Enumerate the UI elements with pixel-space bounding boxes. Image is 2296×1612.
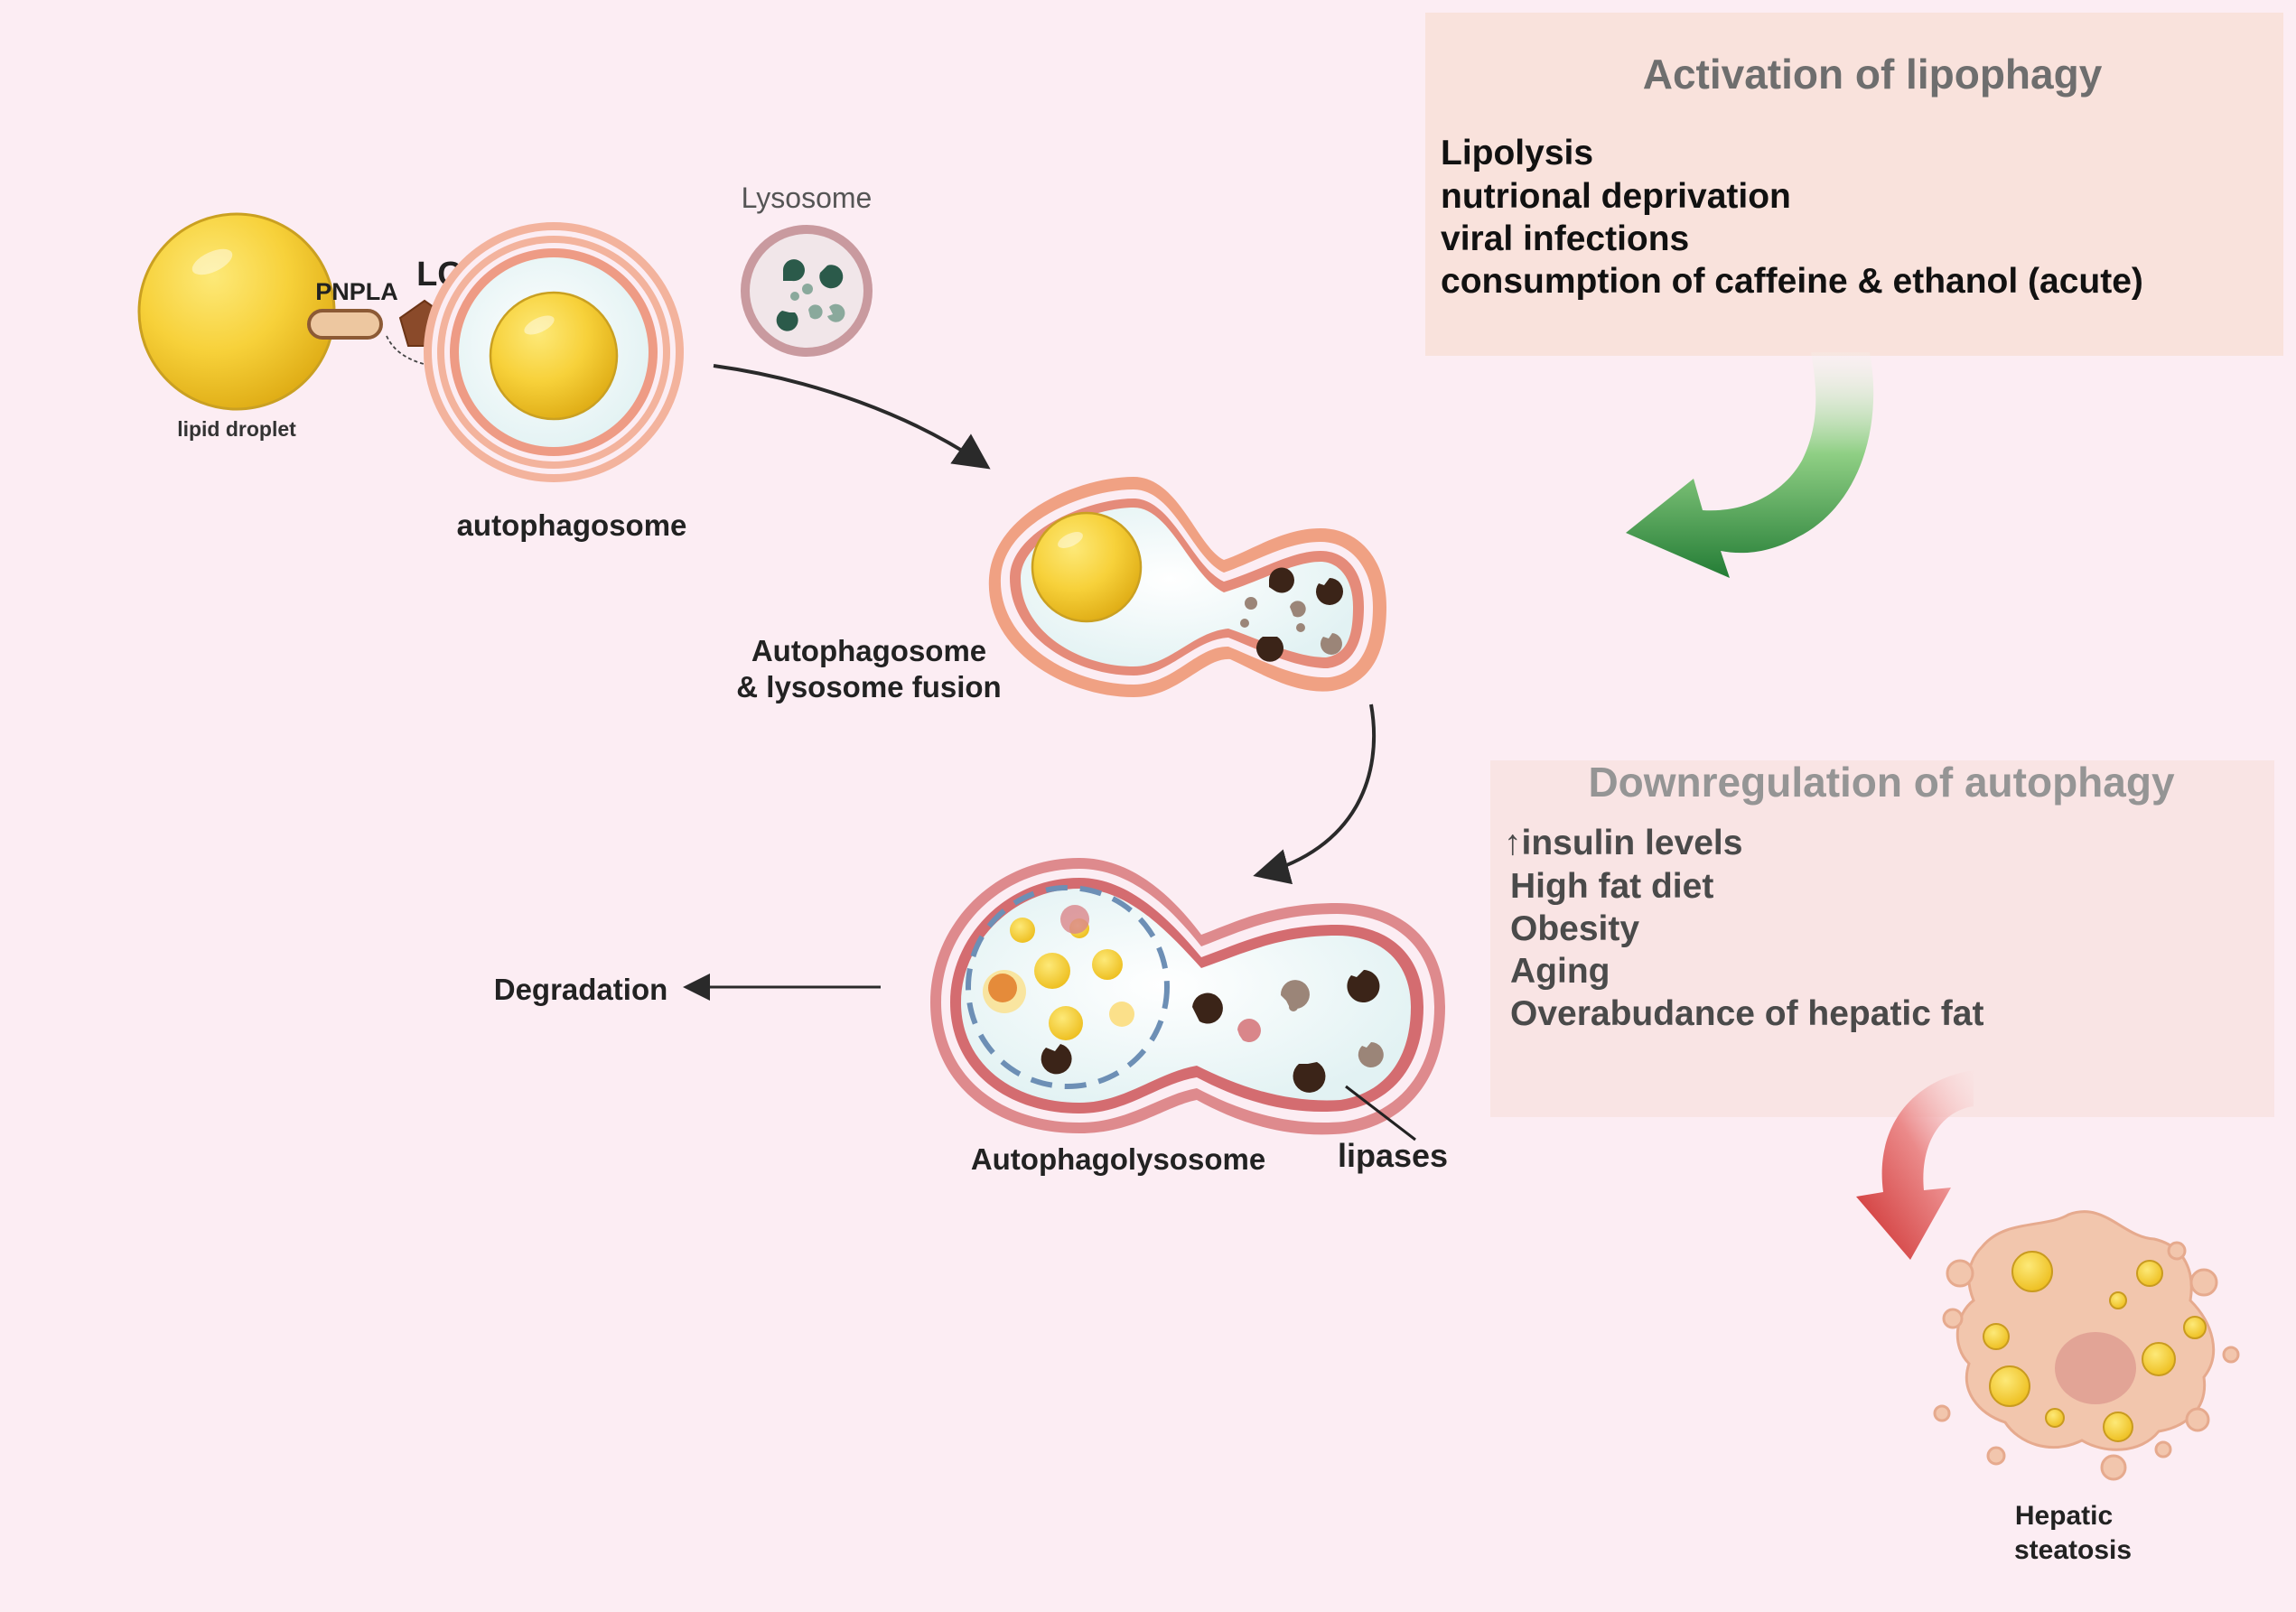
autophagolysosome: Autophagolysosome lipases [930, 858, 1448, 1176]
autophagolysosome-label: Autophagolysosome [971, 1142, 1265, 1176]
downregulation-item-1: ↑insulin levels [1504, 824, 1742, 862]
degradation-group: Degradation [494, 973, 881, 1006]
downregulation-item-4: Aging [1510, 952, 1610, 991]
cell-nucleus [2055, 1332, 2136, 1404]
lipid-droplet [137, 212, 336, 411]
pnpla-protein [307, 309, 383, 340]
downregulation-panel: Downregulation of autophagy ↑insulin lev… [1490, 759, 2274, 1117]
downregulation-item-5: Overabudance of hepatic fat [1510, 994, 1983, 1033]
pnpla-label: PNPLA [315, 278, 398, 305]
hepatic-label-line1: Hepatic [2015, 1501, 2113, 1531]
activation-panel-title: Activation of lipophagy [1643, 51, 2103, 98]
fusion-vesicle: Autophagosome & lysosome fusion [736, 477, 1386, 704]
degradation-label: Degradation [494, 973, 668, 1006]
activation-item-3: viral infections [1441, 219, 1689, 258]
lipases-label: lipases [1338, 1137, 1448, 1174]
activation-panel-box [1425, 13, 2283, 356]
red-curved-arrow [1856, 1070, 1974, 1260]
arrow-to-autophagolysosome [1253, 704, 1376, 885]
downregulation-item-2: High fat diet [1510, 867, 1713, 906]
green-curved-arrow [1626, 352, 1874, 578]
arrow-to-fusion [713, 364, 991, 470]
lipid-droplet-label: lipid droplet [177, 417, 296, 441]
downregulation-panel-title: Downregulation of autophagy [1588, 759, 2174, 806]
activation-panel: Activation of lipophagy Lipolysis nutrio… [1425, 13, 2283, 356]
fusion-label-line2: & lysosome fusion [736, 670, 1001, 704]
degraded-membrane [966, 885, 1170, 1089]
fusion-label-line1: Autophagosome [751, 634, 986, 667]
lipases-pointer [1345, 1085, 1416, 1141]
activation-item-4: consumption of caffeine & ethanol (acute… [1441, 262, 2143, 301]
hepatic-label-line2: steatosis [2014, 1535, 2132, 1565]
hepatic-steatosis-cell: Hepatic steatosis [1933, 1210, 2240, 1565]
lysosome-label: Lysosome [742, 182, 873, 214]
autophagosome: autophagosome [424, 222, 686, 542]
lysosome: Lysosome [741, 182, 873, 357]
activation-item-1: Lipolysis [1441, 134, 1593, 172]
autophagosome-lipid [489, 291, 619, 421]
fusion-lipid [1031, 511, 1143, 623]
downregulation-panel-box [1490, 760, 2274, 1117]
autophagosome-label: autophagosome [457, 508, 687, 542]
downregulation-item-3: Obesity [1510, 909, 1639, 948]
activation-item-2: nutrional deprivation [1441, 177, 1791, 216]
